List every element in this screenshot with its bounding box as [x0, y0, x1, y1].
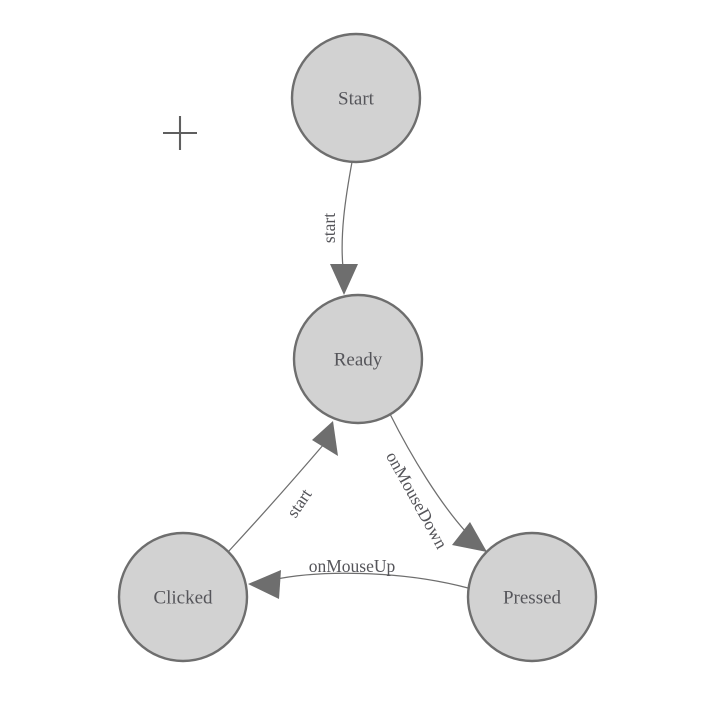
edge-label-clicked-to-ready: start [282, 485, 316, 521]
arrowhead-icon [330, 264, 358, 295]
edge-pressed-to-clicked[interactable]: onMouseUp [248, 556, 469, 599]
edge-ready-to-pressed[interactable]: onMouseDown [382, 413, 487, 552]
edge-path [227, 443, 325, 553]
state-node-shape [466, 531, 598, 663]
edge-path [389, 413, 467, 533]
crosshair-icon [163, 116, 197, 150]
arrowhead-icon [452, 522, 487, 552]
arrowhead-icon [248, 570, 281, 599]
state-node-label: Pressed [503, 588, 562, 609]
state-node-shape [117, 531, 249, 663]
state-node-label: Ready [334, 350, 383, 371]
state-node-shape [290, 32, 422, 164]
state-node-pressed[interactable]: Pressed [466, 531, 598, 663]
state-node-clicked[interactable]: Clicked [117, 531, 249, 663]
state-node-label: Clicked [153, 588, 213, 609]
edge-label-start-to-ready: start [319, 213, 339, 243]
arrowhead-icon [312, 421, 338, 456]
state-node-ready[interactable]: Ready [292, 293, 424, 425]
state-node-label: Start [338, 89, 375, 110]
edge-path [341, 161, 353, 269]
edge-path [271, 572, 469, 589]
state-node-shape [292, 293, 424, 425]
edge-clicked-to-ready[interactable]: start [227, 421, 338, 553]
edge-start-to-ready[interactable]: start [319, 161, 358, 295]
state-node-start[interactable]: Start [290, 32, 422, 164]
edge-label-pressed-to-clicked: onMouseUp [309, 556, 396, 576]
